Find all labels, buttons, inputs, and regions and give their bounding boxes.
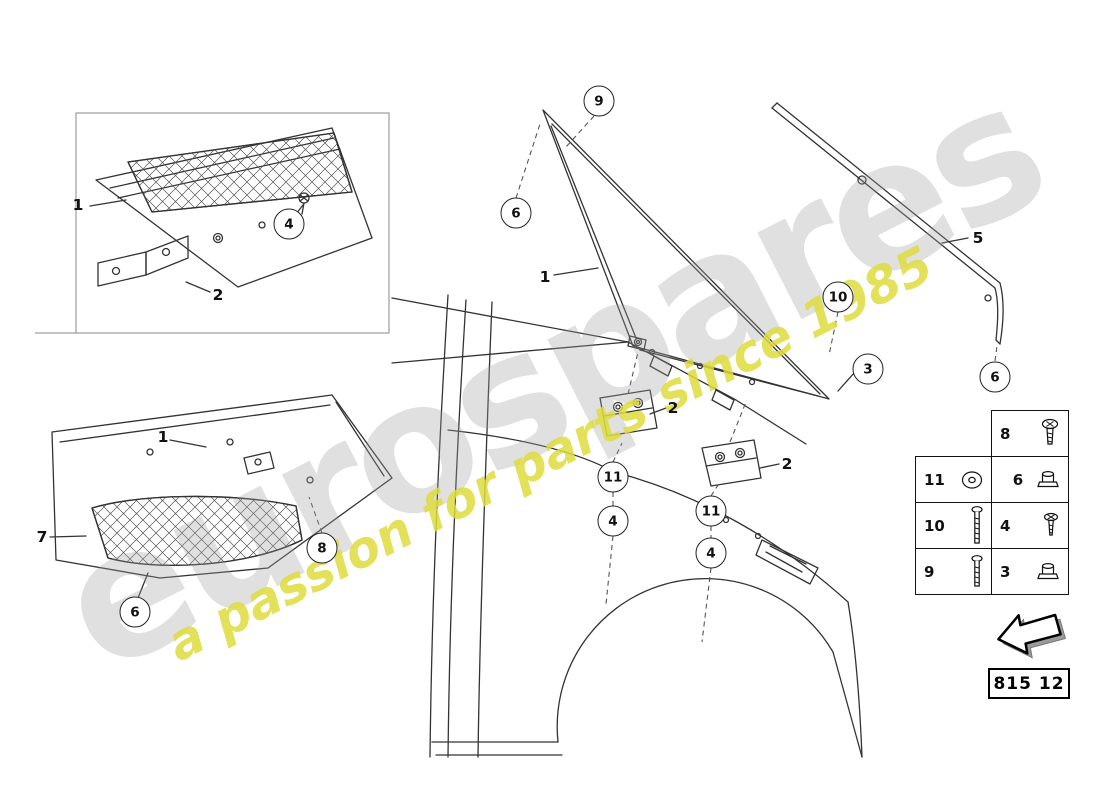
legend-part-number: 10 <box>924 516 945 535</box>
callout-label-1: 1 <box>157 428 169 446</box>
small-screw-icon <box>1042 512 1060 540</box>
parts-legend: 8 11 6 <box>915 410 1069 597</box>
legend-part-number: 11 <box>924 470 945 489</box>
callout-circle-4[interactable]: 4 <box>597 505 629 537</box>
callout-label-5: 5 <box>972 229 984 247</box>
callout-circle-8[interactable]: 8 <box>306 532 338 564</box>
callout-label-2: 2 <box>781 455 793 473</box>
callout-label-2: 2 <box>667 399 679 417</box>
legend-cell-6[interactable]: 6 <box>991 456 1069 503</box>
legend-cell-8[interactable]: 8 <box>991 410 1069 457</box>
legend-part-number: 3 <box>1000 562 1011 581</box>
callout-circle-9[interactable]: 9 <box>583 85 615 117</box>
callout-circle-11[interactable]: 11 <box>597 461 629 493</box>
legend-part-number: 8 <box>1000 424 1011 443</box>
legend-cell-4[interactable]: 4 <box>991 502 1069 549</box>
callout-label-1: 1 <box>72 196 84 214</box>
screw-icon <box>1040 418 1060 450</box>
callout-circle-11[interactable]: 11 <box>695 495 727 527</box>
legend-part-number: 9 <box>924 562 935 581</box>
callout-circle-10[interactable]: 10 <box>822 281 854 313</box>
callout-circle-6[interactable]: 6 <box>119 596 151 628</box>
part-code-badge: 815 12 <box>988 668 1070 699</box>
callout-label-1: 1 <box>539 268 551 286</box>
back-arrow-icon[interactable] <box>988 604 1068 664</box>
legend-part-number: 4 <box>1000 516 1011 535</box>
legend-cell-3[interactable]: 3 <box>991 548 1069 595</box>
legend-cell-9[interactable]: 9 <box>915 548 993 595</box>
callout-label-2: 2 <box>212 286 224 304</box>
flange-nut-icon <box>1036 469 1060 491</box>
callout-circle-3[interactable]: 3 <box>852 353 884 385</box>
callout-circle-6[interactable]: 6 <box>979 361 1011 393</box>
callout-circle-4[interactable]: 4 <box>273 208 305 240</box>
callout-circle-4[interactable]: 4 <box>695 537 727 569</box>
callout-circle-6[interactable]: 6 <box>500 197 532 229</box>
legend-cell-10[interactable]: 10 <box>915 502 993 549</box>
stud-icon <box>970 554 984 589</box>
washer-icon <box>960 469 984 491</box>
long-screw-icon <box>970 505 984 546</box>
legend-cell-11[interactable]: 11 <box>915 456 993 503</box>
flange-nut-icon <box>1036 561 1060 583</box>
callout-label-7: 7 <box>36 528 48 546</box>
